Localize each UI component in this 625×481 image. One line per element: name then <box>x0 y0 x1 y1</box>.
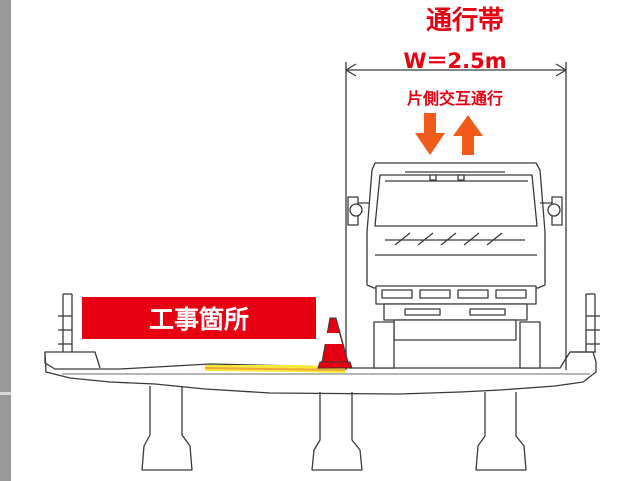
deck-barrier-left <box>45 351 101 369</box>
guardrail-right <box>585 293 600 352</box>
up-arrow-icon <box>453 115 483 155</box>
work-area-banner: 工事箇所 <box>82 297 316 339</box>
left-edge-bar-divider <box>0 392 11 395</box>
bridge-pier-center <box>311 392 363 471</box>
truck-icon <box>347 162 563 369</box>
work-area-label: 工事箇所 <box>148 305 249 334</box>
left-edge-bar <box>0 0 11 481</box>
lane-width-dimension <box>345 62 567 370</box>
traffic-cone-icon <box>317 317 353 369</box>
bridge-deck <box>44 351 597 395</box>
down-arrow-icon <box>415 113 445 155</box>
work-zone-pavement <box>204 365 346 373</box>
lane-width-label: W＝2.5m <box>403 49 507 73</box>
guardrail-left <box>58 293 73 352</box>
alternating-traffic-label: 片側交互通行 <box>406 89 503 108</box>
bridge-pier-left <box>141 386 193 471</box>
bridge-pier-right <box>475 392 527 471</box>
lane-title: 通行帯 <box>425 6 504 36</box>
